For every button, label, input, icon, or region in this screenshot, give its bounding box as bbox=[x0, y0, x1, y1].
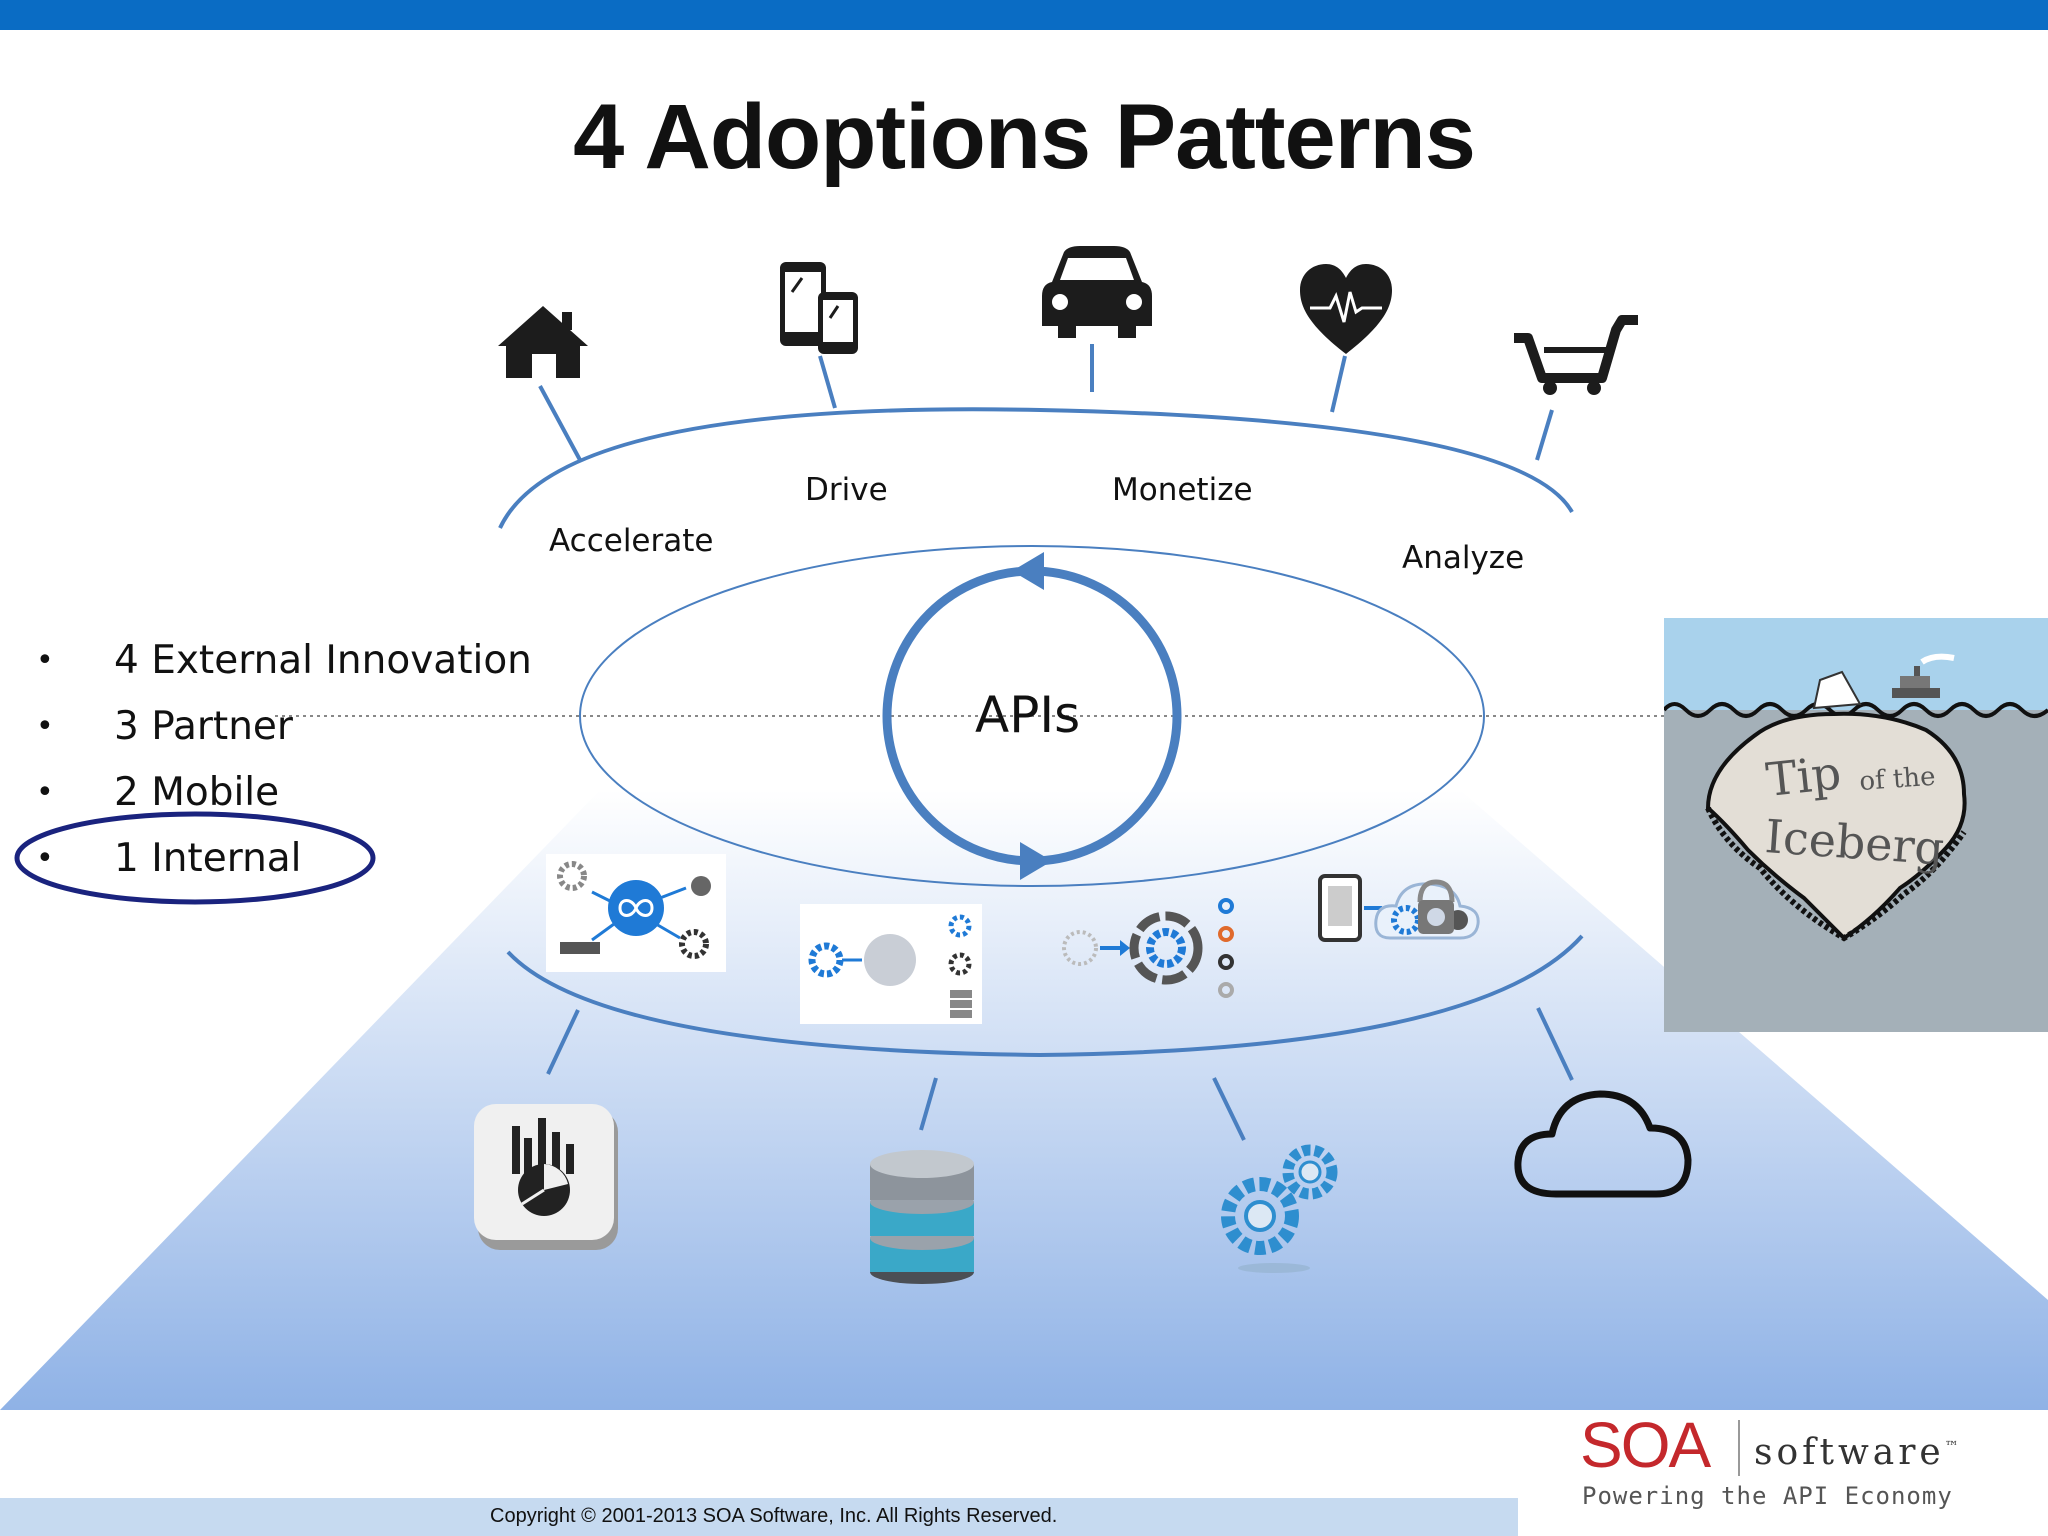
cloud-icon bbox=[1514, 1090, 1692, 1198]
mobile-devices-icon bbox=[780, 262, 858, 354]
shopping-cart-icon bbox=[1514, 315, 1638, 395]
process-cycle-icon bbox=[1062, 898, 1234, 998]
logo-tagline: Powering the API Economy bbox=[1582, 1482, 1953, 1510]
bullet-dot: • bbox=[36, 643, 54, 678]
list-item-label: 1 Internal bbox=[114, 836, 302, 881]
label-analyze: Analyze bbox=[1402, 540, 1525, 576]
bullet-dot: • bbox=[36, 709, 54, 744]
service-hub-icon bbox=[800, 904, 982, 1024]
highlight-oval bbox=[14, 811, 376, 905]
integration-icon bbox=[546, 854, 726, 972]
database-icon bbox=[870, 1150, 974, 1284]
cycle-arrow-top bbox=[1012, 552, 1044, 590]
spoke-house bbox=[538, 385, 582, 461]
iceberg-text-tip: Tip bbox=[1764, 745, 1844, 807]
label-accelerate: Accelerate bbox=[549, 523, 714, 559]
lower-arc bbox=[506, 934, 1584, 1058]
label-monetize: Monetize bbox=[1112, 472, 1253, 508]
logo-product-text: software bbox=[1754, 1432, 1945, 1473]
list-item-label: 4 External Innovation bbox=[114, 638, 532, 683]
foundation-trapezoid bbox=[0, 790, 2048, 1410]
center-label-apis: APIs bbox=[975, 686, 1081, 744]
gears-icon bbox=[1221, 1144, 1338, 1273]
list-item: • 1 Internal bbox=[28, 826, 532, 892]
copyright-text: Copyright © 2001-2013 SOA Software, Inc.… bbox=[490, 1505, 1058, 1527]
upper-arc bbox=[498, 407, 1574, 529]
list-item: • 2 Mobile bbox=[28, 760, 532, 826]
house-icon bbox=[498, 306, 588, 378]
list-item: • 3 Partner bbox=[28, 694, 532, 760]
spoke-database bbox=[919, 1077, 938, 1131]
iceberg-illustration: Tip of the Iceberg bbox=[1664, 618, 2048, 1032]
spoke-analytics bbox=[546, 1009, 580, 1075]
list-item-label: 3 Partner bbox=[114, 704, 293, 749]
bullet-dot: • bbox=[36, 841, 54, 876]
top-bar bbox=[0, 0, 2048, 30]
car-icon bbox=[1042, 246, 1152, 338]
logo-brand: SOA bbox=[1580, 1409, 1711, 1481]
logo-separator bbox=[1738, 1420, 1740, 1476]
list-item-label: 2 Mobile bbox=[114, 770, 280, 815]
soa-software-logo: SOA software™ Powering the API Economy bbox=[1580, 1408, 2030, 1518]
ship-icon bbox=[1892, 653, 1955, 698]
spoke-gears bbox=[1212, 1077, 1246, 1141]
spoke-cloud bbox=[1536, 1007, 1574, 1081]
spoke-mobile bbox=[818, 355, 837, 409]
list-item: • 4 External Innovation bbox=[28, 628, 532, 694]
api-ellipse bbox=[579, 545, 1485, 887]
heart-monitor-icon bbox=[1300, 264, 1392, 354]
page-title: 4 Adoptions Patterns bbox=[573, 86, 1476, 188]
spoke-cart bbox=[1535, 409, 1554, 461]
spoke-heart bbox=[1330, 355, 1347, 413]
iceberg-text-ofthe: of the bbox=[1858, 762, 1936, 797]
adoption-levels-list: • 4 External Innovation • 3 Partner • 2 Mob… bbox=[28, 628, 532, 892]
logo-tm: ™ bbox=[1944, 1439, 1959, 1455]
bullet-dot: • bbox=[36, 775, 54, 810]
cycle-arrow-bottom bbox=[1020, 842, 1052, 880]
label-drive: Drive bbox=[805, 472, 888, 508]
iceberg-text-iceberg: Iceberg bbox=[1763, 809, 1946, 875]
copyright-bar: Copyright © 2001-2013 SOA Software, Inc.… bbox=[0, 1498, 1518, 1536]
logo-product: software™ bbox=[1754, 1432, 1959, 1473]
analytics-chart-icon bbox=[474, 1104, 618, 1250]
mobile-cloud-security-icon bbox=[1318, 874, 1480, 942]
